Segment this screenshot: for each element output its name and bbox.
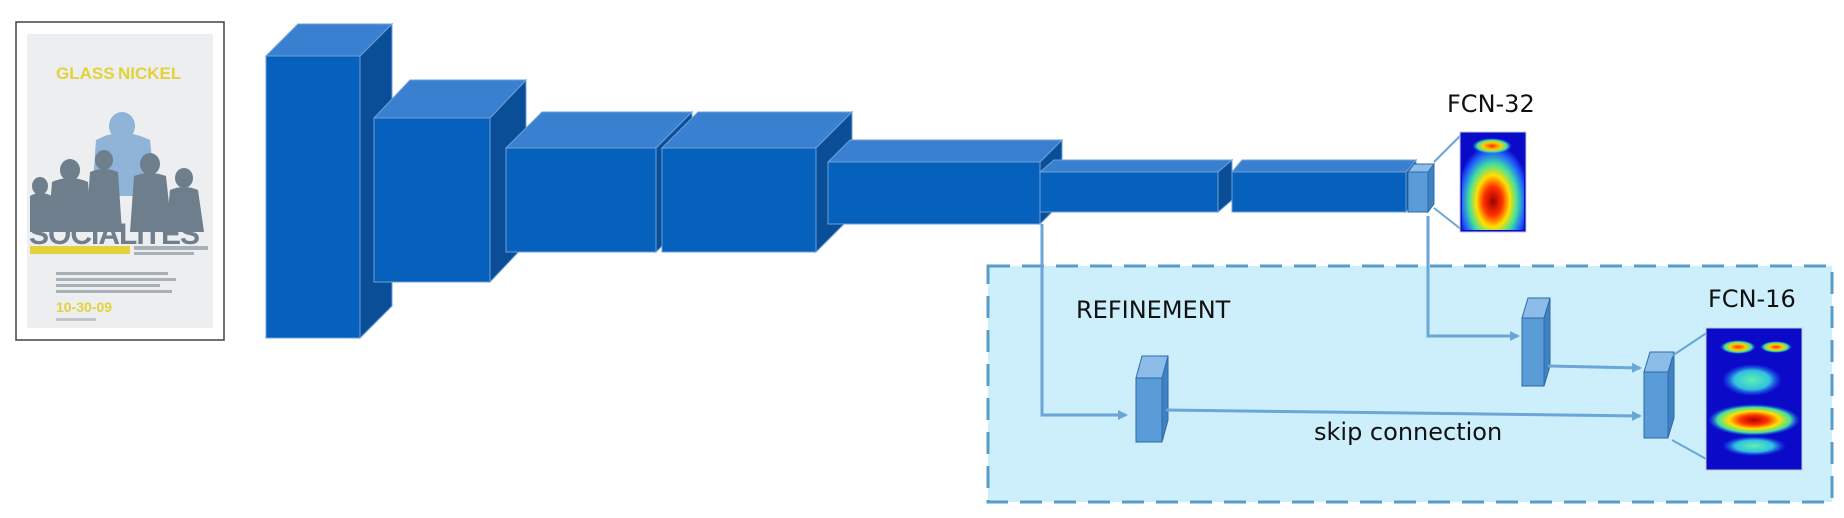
encoder-block-conv2 — [372, 78, 528, 284]
arrow-pool4-to-refine — [1040, 224, 1128, 420]
arrow-skip-connection — [1165, 408, 1642, 421]
zoom-line-bottom-16 — [1671, 439, 1709, 461]
fuse-layer-fcn16 — [1643, 351, 1675, 439]
arrow-fcn32-to-upsample — [1426, 216, 1520, 341]
encoder-block-conv5 — [826, 138, 1064, 226]
encoder-block-fc6 — [1038, 158, 1234, 214]
fcn32-heatmap — [1459, 131, 1527, 233]
score-layer-fcn32 — [1407, 162, 1435, 214]
arrows — [1040, 216, 1642, 421]
svg-text:GLASS: GLASS — [56, 64, 115, 83]
zoom-line-bottom — [1433, 207, 1463, 231]
svg-text:SOCIALITES: SOCIALITES — [29, 218, 199, 251]
encoder-blocks — [264, 22, 1675, 443]
zoom-line-top-16 — [1671, 331, 1709, 357]
refinement-panel — [986, 264, 1834, 504]
input-poster-image: GLASS NICKEL SOCIALITES 10-30-09 — [15, 21, 225, 341]
skip-connection-label: skip connection — [1314, 418, 1502, 446]
refine-layer-pool4 — [1135, 355, 1169, 443]
upsample-layer-fcn32 — [1521, 297, 1551, 387]
arrow-upsample-to-fuse — [1547, 362, 1642, 373]
fcn16-heatmap — [1705, 327, 1803, 471]
encoder-block-conv4 — [660, 110, 854, 254]
svg-text:NICKEL: NICKEL — [118, 64, 181, 83]
refinement-label: REFINEMENT — [1076, 296, 1231, 324]
encoder-block-conv1 — [264, 22, 394, 340]
svg-text:10-30-09: 10-30-09 — [56, 299, 112, 315]
fcn32-label: FCN-32 — [1447, 90, 1535, 118]
zoom-line-top — [1433, 133, 1463, 163]
encoder-block-fc7 — [1230, 158, 1418, 214]
fcn16-label: FCN-16 — [1708, 285, 1796, 313]
